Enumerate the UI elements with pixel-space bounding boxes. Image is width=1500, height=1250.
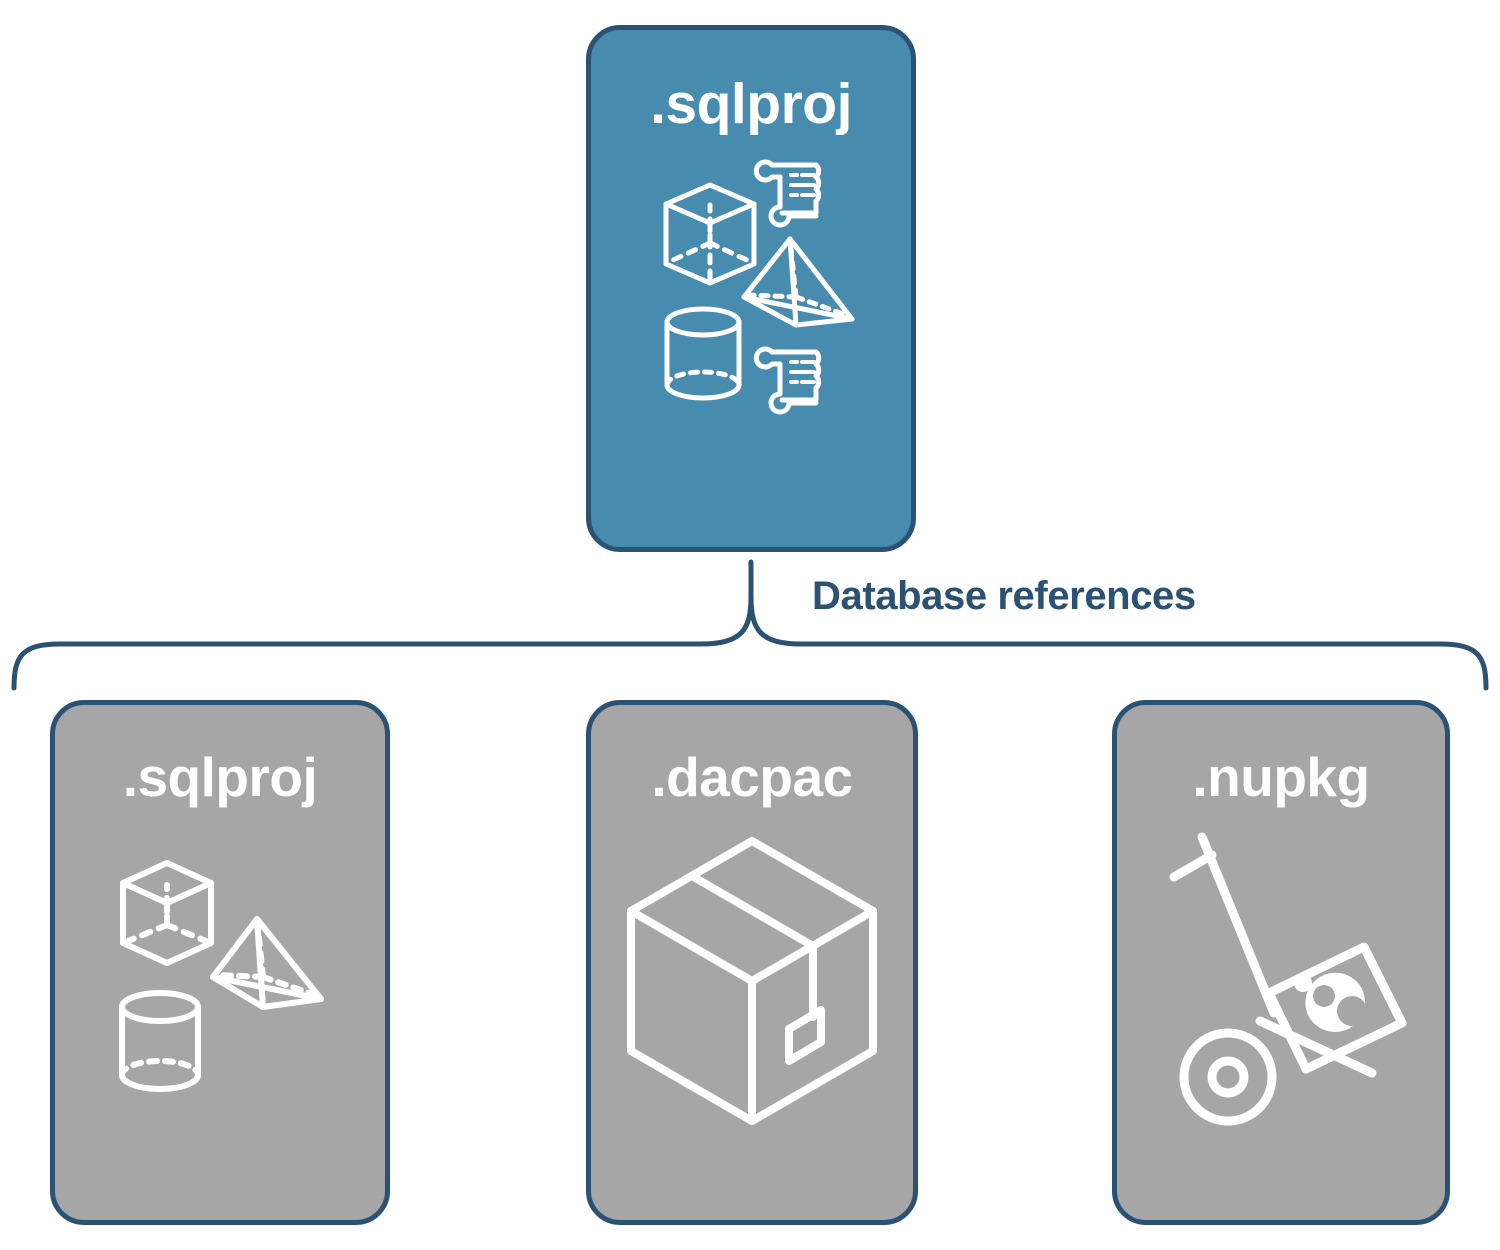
node-icon-group (617, 827, 887, 1127)
node-icon-group (646, 147, 856, 417)
node-title: .nupkg (1192, 746, 1370, 808)
cube-icon (120, 860, 214, 966)
node-dacpac-reference[interactable]: .dacpac (586, 700, 918, 1225)
node-nupkg-reference[interactable]: .nupkg (1112, 700, 1450, 1225)
connector-label: Database references (812, 574, 1196, 618)
pyramid-icon (741, 236, 855, 328)
node-sqlproj-reference[interactable]: .sqlproj (50, 700, 390, 1225)
node-icon-group (95, 831, 345, 1121)
scroll-icon (753, 159, 822, 228)
node-title: .sqlproj (122, 746, 318, 808)
scroll-icon (753, 346, 822, 415)
cylinder-icon (664, 306, 742, 401)
node-sqlproj-root[interactable]: .sqlproj (586, 25, 916, 552)
cylinder-icon (119, 990, 201, 1092)
package-box-icon (627, 837, 877, 1125)
pyramid-icon (210, 916, 324, 1010)
node-title: .sqlproj (650, 72, 852, 136)
node-title: .dacpac (651, 746, 853, 808)
hand-truck-nuget-icon (1169, 832, 1407, 1126)
node-icon-group (1156, 832, 1407, 1133)
connector-bracket (0, 548, 1500, 708)
cube-icon (663, 182, 757, 286)
